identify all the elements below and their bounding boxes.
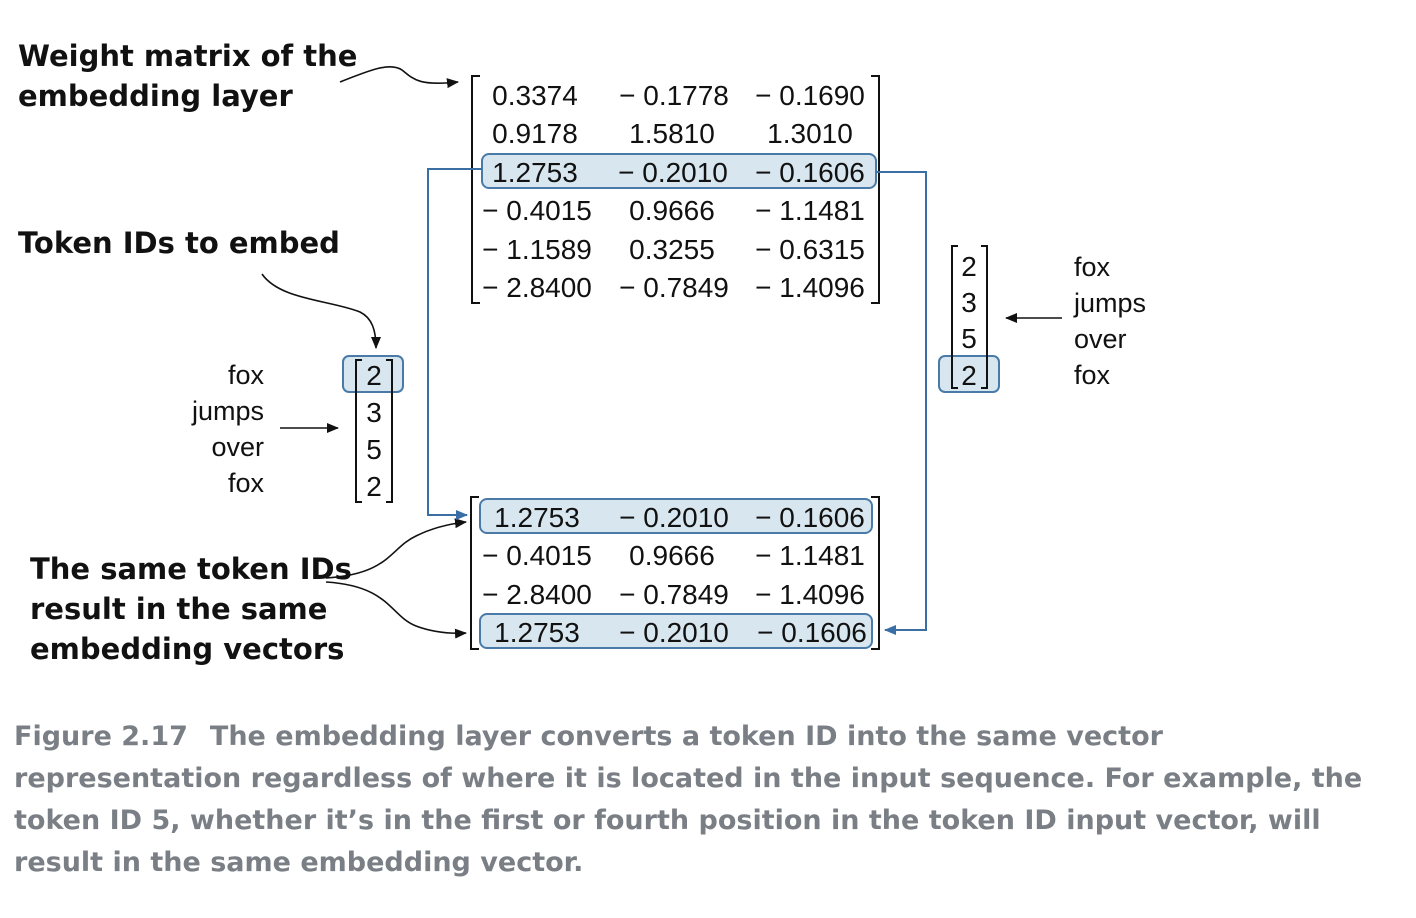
weight-cell: − 0.1606	[755, 157, 865, 188]
right-token-vector-left-bracket	[951, 245, 958, 389]
output-cell: 0.9666	[629, 540, 715, 571]
same-ids-label-line-2: result in the same	[30, 592, 327, 626]
token-id: 2	[961, 251, 977, 282]
weight-cell: − 0.1690	[755, 80, 865, 111]
output-cell: − 0.7849	[619, 579, 729, 610]
left-token-vector-left-bracket	[355, 359, 362, 503]
weight-cell: 0.9666	[629, 195, 715, 226]
weight-cell: 0.9178	[492, 118, 578, 149]
weight-cell: 1.3010	[767, 118, 853, 149]
token-word: fox	[1074, 360, 1111, 390]
token-id: 5	[961, 323, 977, 354]
lookup-arrow-last-fox	[876, 171, 927, 635]
token-ids-label: Token IDs to embed	[18, 226, 340, 260]
token-word: over	[211, 432, 264, 462]
token-id: 2	[366, 360, 382, 391]
output-cell: − 0.2010	[619, 502, 729, 533]
output-cell: − 0.1606	[757, 617, 867, 648]
output-matrix-right-bracket	[871, 496, 880, 650]
figure-number: Figure 2.17	[14, 721, 188, 752]
token-word: jumps	[1073, 288, 1146, 318]
token-id: 5	[366, 434, 382, 465]
left-token-id-highlight	[342, 355, 404, 393]
weight-matrix-left-bracket	[471, 75, 480, 304]
weight-cell: 1.5810	[629, 118, 715, 149]
weight-cell: − 0.6315	[755, 234, 865, 265]
output-cell: − 2.8400	[482, 579, 592, 610]
output-cell: 1.2753	[494, 617, 580, 648]
weight-matrix-label-line-2: embedding layer	[18, 79, 293, 113]
output-cell: − 1.1481	[755, 540, 865, 571]
token-id: 2	[366, 471, 382, 502]
token-word: fox	[228, 468, 265, 498]
output-cell: − 0.1606	[755, 502, 865, 533]
weight-matrix-right-bracket	[871, 75, 880, 304]
output-matrix: 1.2753 − 0.2010 − 0.1606 − 0.4015 0.9666…	[482, 502, 867, 648]
output-cell: − 0.4015	[482, 540, 592, 571]
output-cell: 1.2753	[494, 502, 580, 533]
weight-cell: − 0.1778	[619, 80, 729, 111]
weight-cell: − 1.4096	[755, 272, 865, 303]
output-row-4-highlight	[479, 613, 873, 649]
right-token-sequence: 2 3 5 2 fox jumps over fox	[961, 251, 1146, 391]
right-token-vector-right-bracket	[981, 245, 988, 389]
token-id: 2	[961, 360, 977, 391]
weight-matrix: 0.3374 − 0.1778 − 0.1690 0.9178 1.5810 1…	[482, 80, 865, 303]
weight-cell: − 0.2010	[618, 157, 728, 188]
lookup-arrow-first-fox	[427, 168, 482, 520]
figure-caption-text: The embedding layer converts a token ID …	[14, 721, 1363, 878]
output-row-1-highlight	[479, 498, 873, 534]
weight-cell: 0.3374	[492, 80, 578, 111]
token-ids-label-arrow	[261, 273, 381, 349]
output-matrix-left-bracket	[470, 496, 479, 650]
left-token-vector-right-bracket	[386, 359, 393, 503]
token-id: 3	[366, 397, 382, 428]
token-word: over	[1074, 324, 1127, 354]
weight-cell: − 1.1589	[482, 234, 592, 265]
same-ids-arrow-top	[325, 518, 467, 579]
output-cell: − 0.2010	[619, 617, 729, 648]
token-word: fox	[1074, 252, 1111, 282]
left-token-sequence: fox jumps over fox 2 3 5 2	[191, 360, 382, 502]
token-word: jumps	[191, 396, 264, 426]
same-ids-label-line-3: embedding vectors	[30, 632, 344, 666]
token-id: 3	[961, 287, 977, 318]
weight-cell: − 0.7849	[619, 272, 729, 303]
weight-matrix-label-line-1: Weight matrix of the	[18, 39, 357, 73]
output-cell: − 1.4096	[755, 579, 865, 610]
weight-cell: 1.2753	[492, 157, 578, 188]
weight-matrix-label-arrow	[339, 66, 459, 89]
right-token-id-highlight	[938, 355, 1000, 393]
weight-cell: − 1.1481	[755, 195, 865, 226]
same-ids-label-line-1: The same token IDs	[30, 552, 352, 586]
weight-cell: − 0.4015	[482, 195, 592, 226]
weight-cell: − 2.8400	[482, 272, 592, 303]
token-word: fox	[228, 360, 265, 390]
same-ids-arrow-bottom	[325, 581, 467, 639]
weight-cell: 0.3255	[629, 234, 715, 265]
